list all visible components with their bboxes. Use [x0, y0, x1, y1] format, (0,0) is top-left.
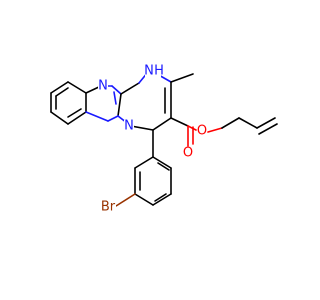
o-carbonyl-label: O	[183, 146, 193, 161]
allyl-ester	[170, 117, 278, 147]
o-ester-label: O	[197, 124, 207, 139]
h-label: H	[154, 64, 164, 79]
bromophenyl-ring	[115, 129, 172, 207]
nh-label: N	[144, 64, 154, 79]
benzene-ring-fused	[50, 81, 87, 125]
n-bridge-label: N	[124, 119, 134, 134]
molecule-structure: N N H N O O Br	[50, 64, 278, 215]
atom-labels: N N H N O O Br	[98, 64, 207, 215]
n-imine-label: N	[98, 79, 108, 94]
br-label: Br	[101, 200, 116, 215]
